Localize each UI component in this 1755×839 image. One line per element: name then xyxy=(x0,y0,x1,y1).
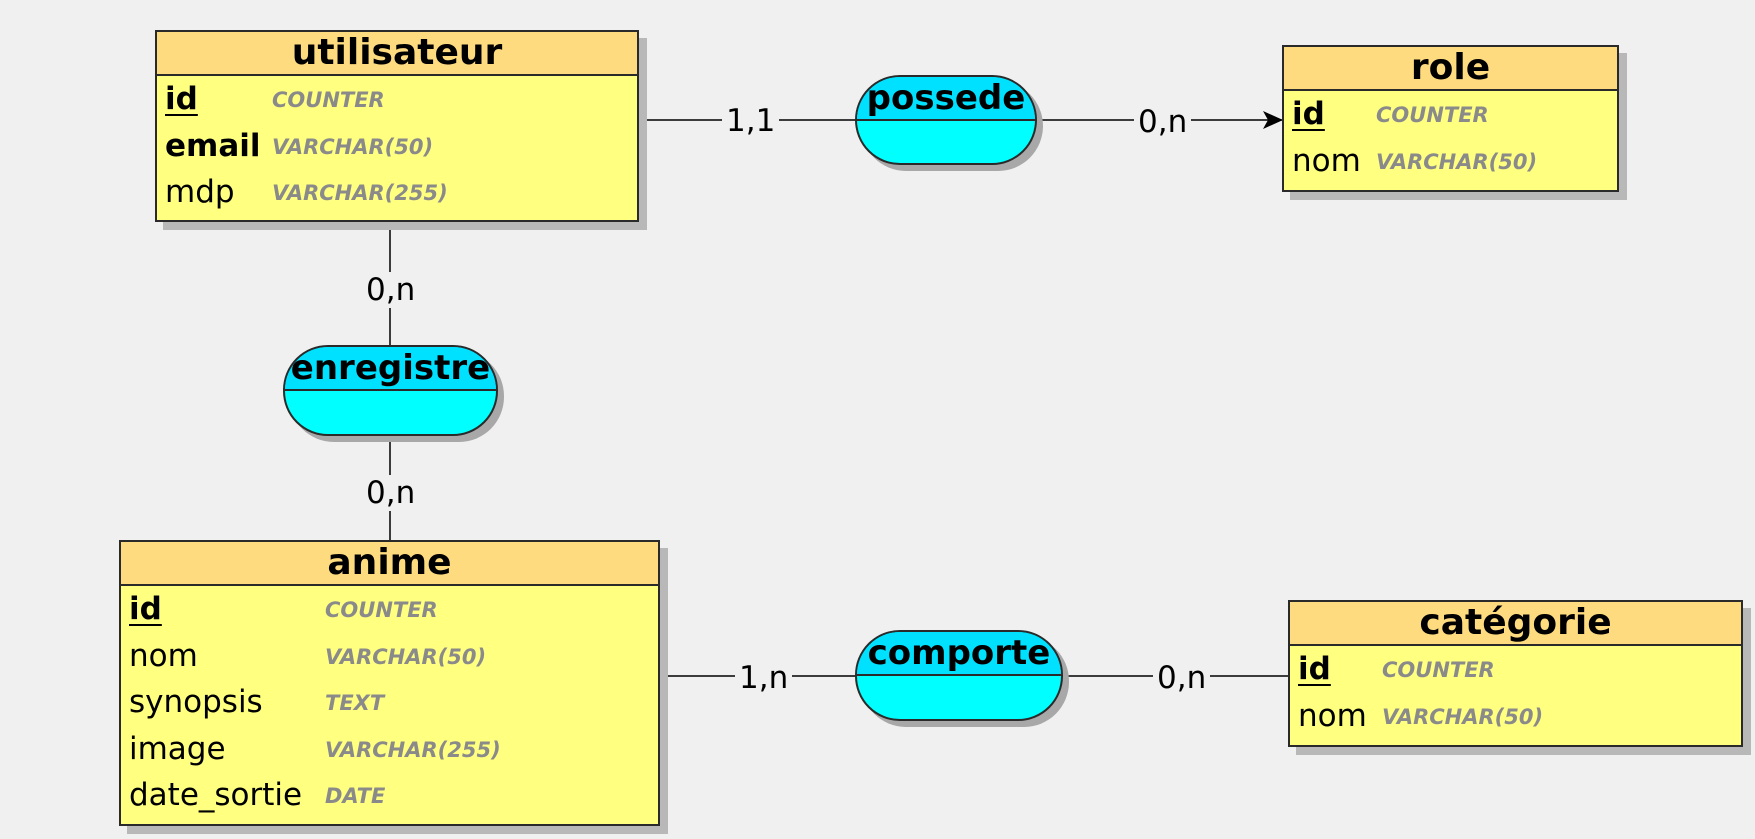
association-possede[interactable]: possede xyxy=(855,75,1037,165)
association-divider xyxy=(857,119,1035,121)
attribute-name: image xyxy=(129,730,226,767)
association-enregistre[interactable]: enregistre xyxy=(283,345,498,436)
attribute-type: TEXT xyxy=(325,691,385,715)
attribute-name: id xyxy=(1298,651,1331,687)
cardinality-anime-enregistre: 0,n xyxy=(362,475,420,511)
entity-categorie[interactable]: catégorie id COUNTER nom VARCHAR(50) xyxy=(1288,600,1743,747)
association-divider xyxy=(857,674,1061,676)
attribute-row: synopsis TEXT xyxy=(121,679,658,726)
attribute-row: id COUNTER xyxy=(157,76,637,123)
attribute-name: nom xyxy=(1292,142,1361,179)
attribute-row: id COUNTER xyxy=(1284,91,1617,138)
attribute-row: mdp VARCHAR(255) xyxy=(157,169,637,216)
attribute-type: COUNTER xyxy=(1376,103,1489,127)
attribute-type: VARCHAR(255) xyxy=(272,181,448,205)
attribute-name: id xyxy=(129,591,162,627)
attribute-type: COUNTER xyxy=(325,598,438,622)
attribute-name: synopsis xyxy=(129,684,263,720)
entity-title: anime xyxy=(121,542,658,586)
cardinality-anime-comporte: 1,n xyxy=(735,660,793,696)
attribute-type: COUNTER xyxy=(1382,658,1495,682)
cardinality-utilisateur-enregistre: 0,n xyxy=(362,272,420,308)
cardinality-categorie-comporte: 0,n xyxy=(1153,660,1211,696)
attribute-row: nom VARCHAR(50) xyxy=(1284,138,1617,185)
association-label: possede xyxy=(857,77,1035,119)
attribute-row: id COUNTER xyxy=(1290,646,1741,693)
entity-anime[interactable]: anime id COUNTER nom VARCHAR(50) synopsi… xyxy=(119,540,660,826)
entity-title: utilisateur xyxy=(157,32,637,76)
attribute-type: VARCHAR(50) xyxy=(272,134,434,159)
attribute-type: DATE xyxy=(325,784,386,808)
attribute-type: VARCHAR(50) xyxy=(1382,704,1544,729)
attribute-name: nom xyxy=(129,637,198,674)
cardinality-role-possede: 0,n xyxy=(1134,104,1192,140)
association-label: comporte xyxy=(857,632,1061,674)
attribute-name: nom xyxy=(1298,697,1367,734)
attribute-name: date_sortie xyxy=(129,777,303,813)
association-label: enregistre xyxy=(285,347,496,389)
attribute-type: VARCHAR(255) xyxy=(325,737,501,762)
attribute-row: email VARCHAR(50) xyxy=(157,123,637,170)
attribute-name: email xyxy=(165,127,261,164)
attribute-type: COUNTER xyxy=(272,88,385,112)
association-comporte[interactable]: comporte xyxy=(855,630,1063,721)
arrow-head-role xyxy=(1263,111,1283,129)
entity-title: role xyxy=(1284,47,1617,91)
entity-utilisateur[interactable]: utilisateur id COUNTER email VARCHAR(50)… xyxy=(155,30,639,222)
attribute-name: id xyxy=(165,81,198,117)
cardinality-utilisateur-possede: 1,1 xyxy=(722,103,780,139)
attribute-row: date_sortie DATE xyxy=(121,772,658,819)
entity-title: catégorie xyxy=(1290,602,1741,646)
association-divider xyxy=(285,389,496,391)
attribute-row: image VARCHAR(255) xyxy=(121,726,658,773)
attribute-row: nom VARCHAR(50) xyxy=(121,633,658,680)
attribute-row: nom VARCHAR(50) xyxy=(1290,693,1741,740)
attribute-type: VARCHAR(50) xyxy=(325,644,487,669)
entity-role[interactable]: role id COUNTER nom VARCHAR(50) xyxy=(1282,45,1619,192)
attribute-name: mdp xyxy=(165,174,235,210)
attribute-name: id xyxy=(1292,96,1325,132)
attribute-row: id COUNTER xyxy=(121,586,658,633)
attribute-type: VARCHAR(50) xyxy=(1376,149,1538,174)
